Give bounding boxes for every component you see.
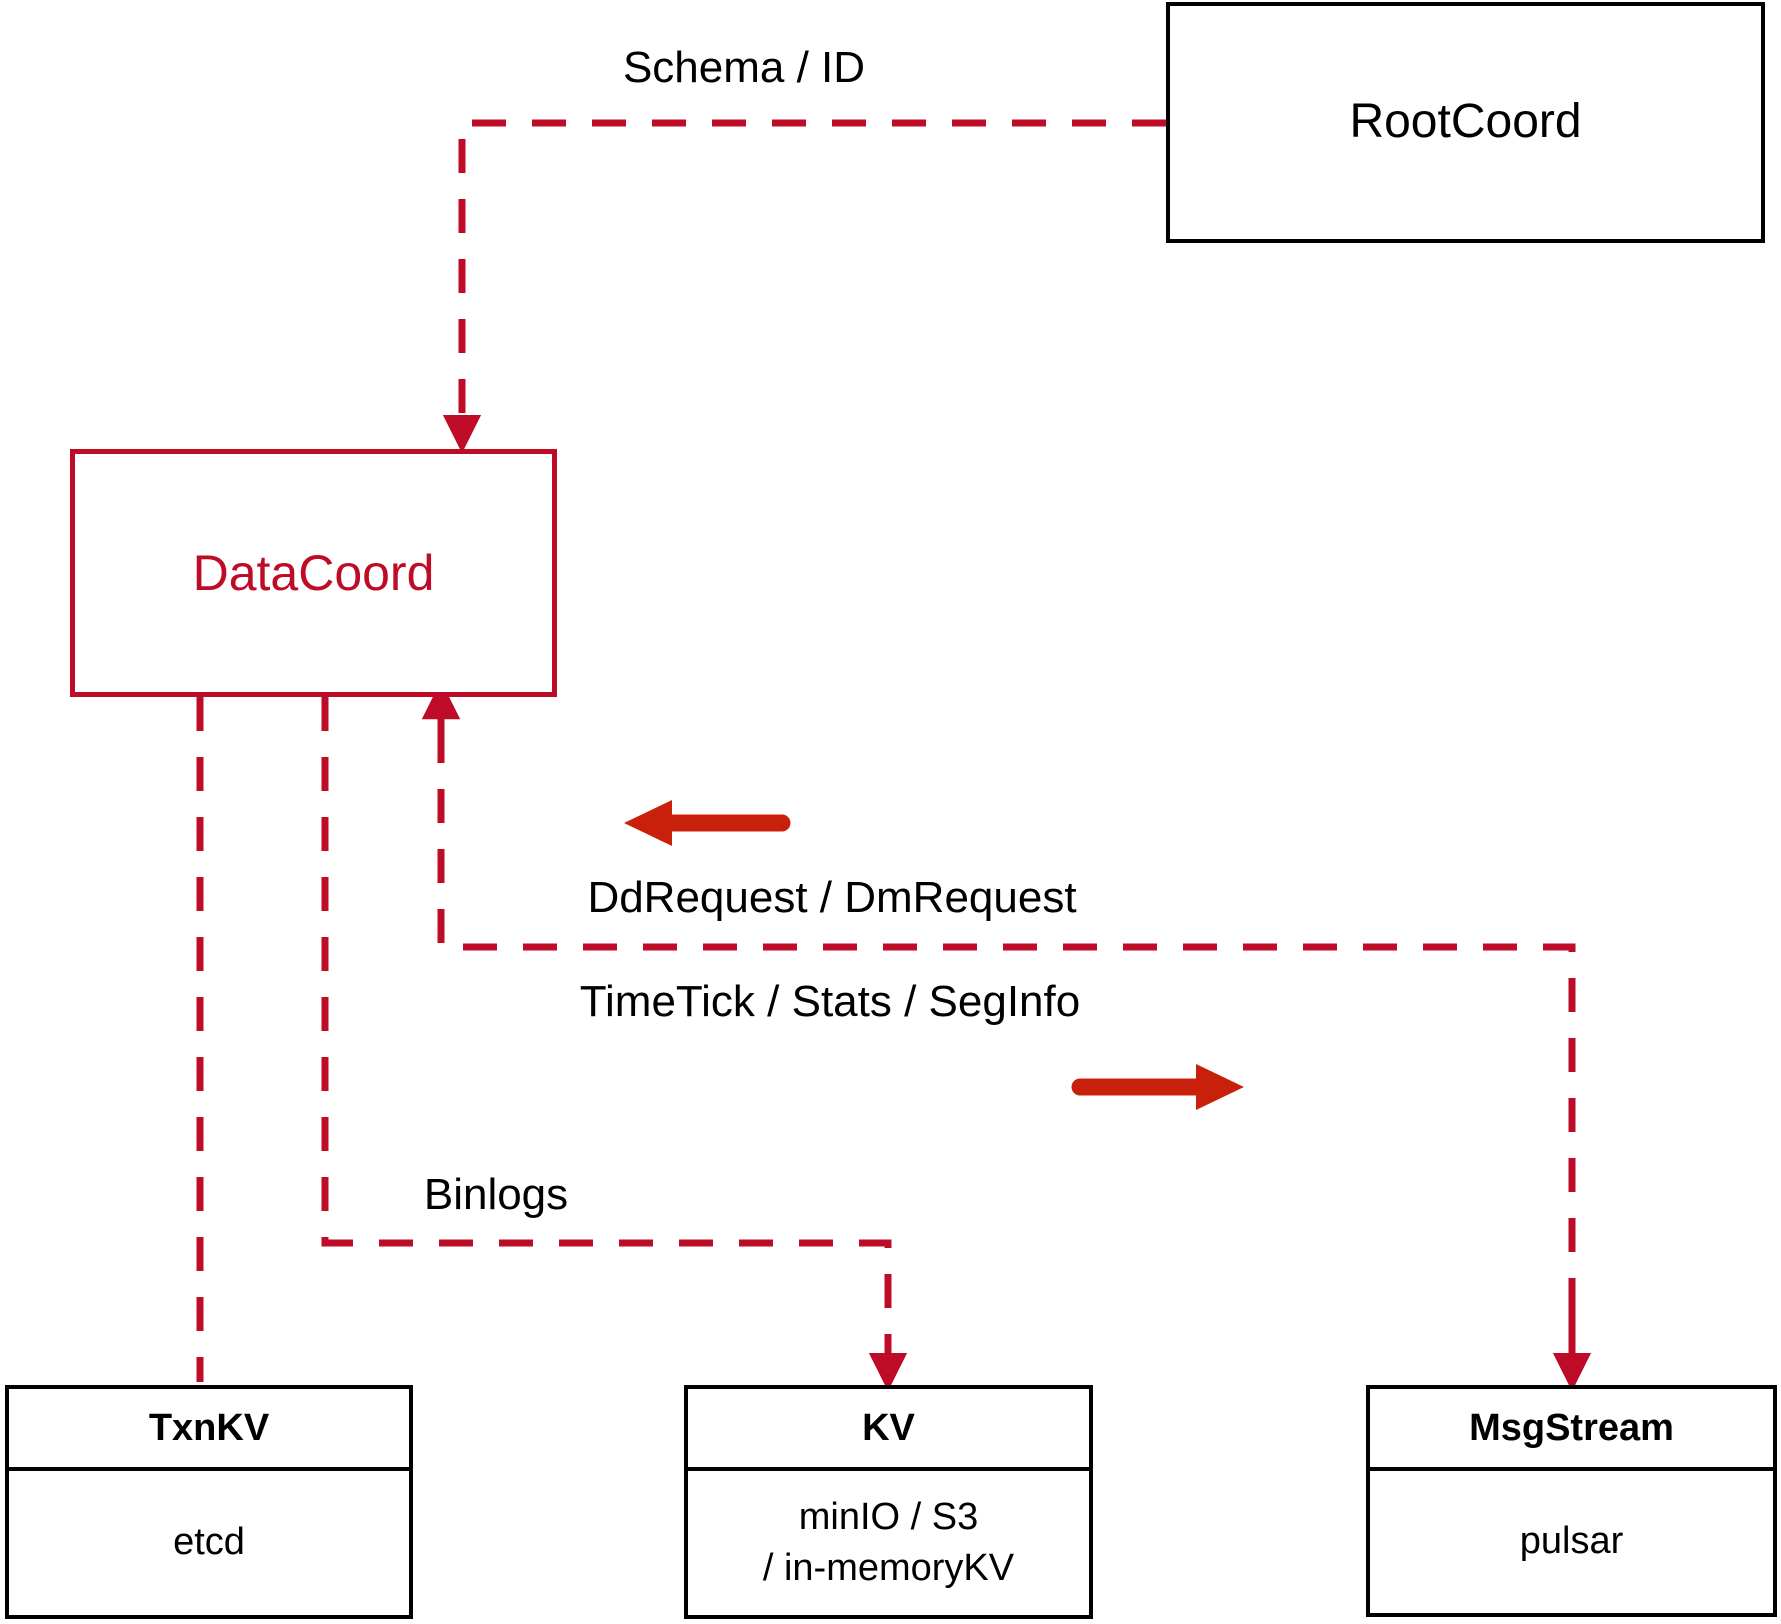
node-rootcoord[interactable]: RootCoord xyxy=(1166,2,1765,243)
edge-label-binlogs: Binlogs xyxy=(423,1170,569,1219)
node-datacoord-label: DataCoord xyxy=(192,544,435,601)
node-rootcoord-label: RootCoord xyxy=(1349,95,1582,149)
node-txnkv-header: TxnKV xyxy=(9,1389,409,1471)
node-msgstream-body-line-1: pulsar xyxy=(1519,1520,1624,1563)
node-kv-header: KV xyxy=(688,1389,1089,1471)
node-kv-body-line-1: minIO / S3 xyxy=(798,1495,979,1538)
edge-label-schema-id: Schema / ID xyxy=(622,43,866,92)
node-datacoord[interactable]: DataCoord xyxy=(70,449,557,697)
edge-label-timetick-stats-seginfo: TimeTick / Stats / SegInfo xyxy=(579,977,1081,1026)
inbound-direction-arrow-icon xyxy=(624,800,791,846)
edge-msgstream-to-datacoord xyxy=(421,680,1592,1392)
outbound-direction-arrow-icon xyxy=(1071,1064,1244,1110)
node-txnkv[interactable]: TxnKV etcd xyxy=(5,1385,413,1619)
edge-datacoord-to-kv xyxy=(321,697,908,1392)
node-txnkv-body-line-1: etcd xyxy=(173,1521,245,1564)
node-msgstream[interactable]: MsgStream pulsar xyxy=(1366,1385,1777,1617)
edge-label-dd-dm-request: DdRequest / DmRequest xyxy=(587,873,1077,922)
node-kv-body: minIO / S3 / in-memoryKV xyxy=(688,1471,1089,1615)
node-kv-body-line-2: / in-memoryKV xyxy=(762,1547,1015,1589)
node-kv[interactable]: KV minIO / S3 / in-memoryKV xyxy=(684,1385,1093,1619)
node-txnkv-body: etcd xyxy=(9,1471,409,1615)
edge-rootcoord-to-datacoord xyxy=(442,119,1166,454)
node-msgstream-header: MsgStream xyxy=(1370,1389,1773,1471)
node-msgstream-body: pulsar xyxy=(1370,1471,1773,1613)
